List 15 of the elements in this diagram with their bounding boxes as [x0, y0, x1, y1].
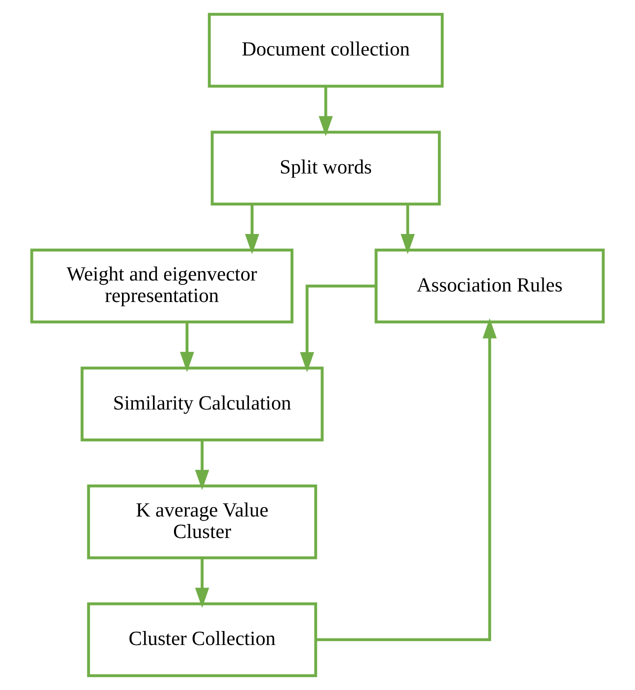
arrow [195, 440, 210, 490]
node-box: Document collection [208, 12, 444, 88]
node-box: Cluster Collection [87, 602, 318, 678]
node-box: Association Rules [374, 248, 605, 324]
arrow [180, 322, 194, 372]
arrow [400, 204, 415, 254]
node-box: Weight and eigenvector representation [30, 248, 294, 324]
node-box: Similarity Calculation [80, 366, 324, 442]
arrow [318, 86, 333, 136]
node-box: Split words [210, 130, 441, 206]
arrow [245, 204, 260, 254]
arrow [195, 558, 210, 608]
arrow [316, 318, 497, 642]
node-box: K average Value Cluster [87, 484, 318, 560]
arrow [300, 284, 376, 372]
